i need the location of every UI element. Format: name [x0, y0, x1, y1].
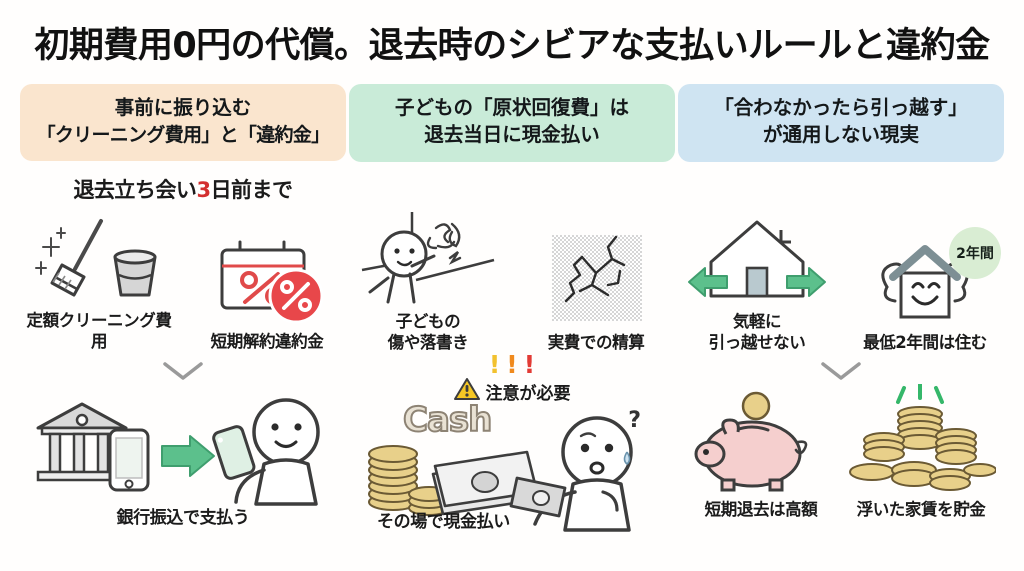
icon-cell-actual-cost: 実費での精算: [521, 231, 671, 354]
column-child-restoration: 子どもの「原状回復費」は 退去当日に現金払い: [349, 84, 675, 538]
caption-actual-cost: 実費での精算: [547, 332, 645, 352]
column-advance-transfer: 事前に振り込む 「クリーニング費用」と「違約金」 退去立ち会い3日前まで: [20, 84, 346, 538]
caption-cash-payment: その場で現金払い: [377, 512, 510, 533]
column-2-icon-row: 子どもの 傷や落書き: [349, 210, 675, 353]
title-bar: 初期費用0円の代償。退去時のシビアな支払いルールと違約金: [0, 0, 1024, 66]
caption-cannot-move: 気軽に 引っ越せない: [708, 312, 806, 352]
warning-strip: 注意が必要: [453, 377, 571, 406]
subheading-accent-number: 3: [196, 178, 211, 203]
column-3-header-line-2: が通用しない現実: [762, 123, 919, 147]
page-title: 初期費用0円の代償。退去時のシビアな支払いルールと違約金: [34, 26, 990, 66]
scene-savings: 短期退去は高額: [678, 384, 1004, 534]
bang-1: !: [488, 350, 501, 380]
question-mark-label: ?: [628, 408, 641, 434]
column-3-header: 「合わなかったら引っ越す」 が通用しない現実: [678, 84, 1004, 163]
icon-cell-cannot-move: 気軽に 引っ越せない: [682, 210, 832, 353]
coin-pile-icon: [849, 384, 996, 492]
column-3-header-line-1: 「合わなかったら引っ越す」: [714, 96, 968, 120]
warning-triangle-icon: [453, 377, 480, 406]
badge-two-years: 2年間: [949, 226, 1001, 279]
scene-two-columns: 短期退去は高額: [678, 384, 1004, 520]
column-2-header: 子どもの「原状回復費」は 退去当日に現金払い: [349, 84, 675, 163]
caption-save-rent: 浮いた家賃を貯金: [856, 500, 986, 520]
column-1-header-line-2: 「クリーニング費用」と「違約金」: [36, 124, 331, 147]
column-3-icon-row: 気軽に 引っ越せない: [678, 210, 1004, 353]
bang-3: !: [523, 350, 536, 380]
house-muscle-icon: 2年間: [851, 226, 1001, 327]
caption-cancel-penalty: 短期解約違約金: [210, 332, 324, 351]
column-1-subheading: 退去立ち会い3日前まで: [73, 177, 294, 203]
warning-label: 注意が必要: [485, 384, 571, 405]
child-drawing-wall-icon: [354, 210, 502, 306]
cracked-wall-icon: [544, 231, 648, 327]
scene-cash-payment: Cash ? その場で現金払い: [349, 399, 675, 538]
icon-cell-cleaning-fee: 定額クリーニング費用: [24, 209, 174, 352]
caption-child-scribble: 子どもの 傷や落書き: [387, 312, 469, 352]
caption-bank-transfer: 銀行振込で支払う: [116, 507, 250, 528]
scene-bank-transfer: 銀行振込で支払う: [20, 384, 346, 534]
subheading-prefix: 退去立ち会い: [73, 178, 197, 203]
broom-bucket-icon: [29, 209, 169, 305]
bank-phone-person-icon: [36, 397, 320, 506]
chevron-down-icon-1: [160, 360, 206, 382]
scene-half-coins: 浮いた家賃を貯金: [842, 384, 1000, 520]
columns-container: 事前に振り込む 「クリーニング費用」と「違約金」 退去立ち会い3日前まで: [0, 84, 1024, 538]
exclamation-marks-group: ! ! !: [488, 350, 536, 380]
column-1-header: 事前に振り込む 「クリーニング費用」と「違約金」: [20, 84, 346, 162]
caption-min-two-years: 最低2年間は住む: [863, 332, 987, 352]
caption-cleaning-fee: 定額クリーニング費用: [26, 311, 172, 351]
column-cannot-move-out: 「合わなかったら引っ越す」 が通用しない現実: [678, 84, 1004, 538]
cash-word-label: Cash: [402, 399, 493, 441]
column-1-icon-row: 定額クリーニング費用: [20, 209, 346, 352]
subheading-suffix: 日前まで: [210, 178, 294, 203]
column-2-header-line-1: 子どもの「原状回復費」は: [394, 96, 629, 120]
icon-cell-child-scribble: 子どもの 傷や落書き: [353, 210, 503, 353]
house-arrows-icon: [685, 210, 829, 306]
column-2-header-line-2: 退去当日に現金払い: [424, 123, 600, 147]
bang-2: !: [506, 350, 518, 380]
chevron-down-icon-3: [818, 360, 864, 382]
column-1-header-line-1: 事前に振り込む: [114, 96, 252, 120]
caption-short-term-expensive: 短期退去は高額: [704, 500, 818, 520]
icon-cell-min-two-years: 2年間 最低2年間は住む: [850, 226, 1001, 354]
calendar-percent-icon: [202, 230, 332, 326]
piggy-bank-icon: [694, 392, 808, 492]
scene-half-piggy: 短期退去は高額: [682, 384, 840, 520]
cash-and-worried-person-icon: [368, 416, 633, 533]
icon-cell-cancel-penalty: 短期解約違約金: [192, 230, 342, 353]
